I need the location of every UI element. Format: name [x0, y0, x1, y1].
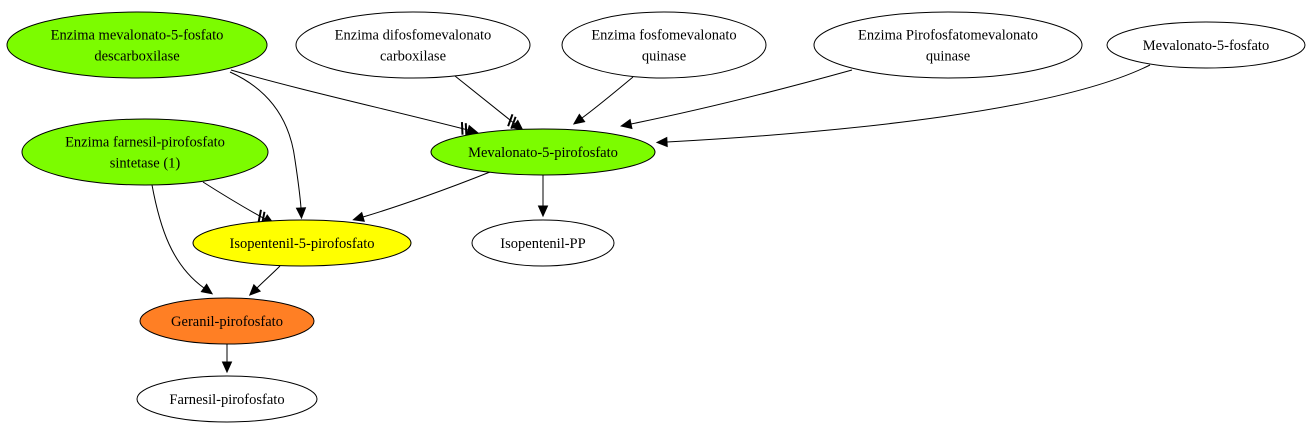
- edge-enz_difosfo-to-mev5pp: [454, 75, 524, 131]
- arrowhead: [248, 283, 262, 296]
- edge-line: [630, 69, 853, 125]
- node-label: Enzima mevalonato-5-fosfato: [51, 28, 224, 44]
- inhibit-tick: [464, 123, 468, 136]
- node-ellipse: [295, 11, 531, 79]
- edge-enz_farnesil-to-isopentenil5pp: [202, 181, 275, 225]
- edge-enz_farnesil-to-geranil: [151, 184, 214, 295]
- arrowhead: [295, 207, 307, 220]
- edge-isopentenil5pp-to-geranil: [248, 265, 281, 296]
- node-ellipse: [471, 219, 615, 267]
- edge-mev5pp-to-isopentenilpp: [537, 175, 549, 218]
- node-ellipse: [192, 219, 412, 267]
- inhibit-tick: [510, 116, 517, 130]
- arrowhead: [655, 136, 668, 148]
- inhibit-tick: [507, 113, 514, 127]
- node-ellipse: [139, 297, 315, 345]
- edge-line: [229, 71, 302, 209]
- node-enz_difosfo: Enzima difosfomevalonato carboxilase: [295, 11, 531, 79]
- node-ellipse: [561, 11, 767, 79]
- edge-enz_mev5f_desc-to-isopentenil5pp: [229, 71, 307, 220]
- nodes-layer: Enzima mevalonato-5-fosfato descarboxilas…: [6, 11, 1306, 423]
- inhibit-tick: [460, 122, 464, 135]
- arrowhead: [352, 211, 365, 222]
- edge-mev5pp-to-isopentenil5pp: [352, 171, 491, 222]
- edge-line: [256, 265, 281, 289]
- node-label: Enzima difosfomevalonato: [335, 28, 492, 44]
- node-ellipse: [136, 375, 318, 423]
- node-mev5f: Mevalonato-5-fosfato: [1106, 21, 1306, 69]
- node-label: quinase: [926, 49, 970, 65]
- arrowhead: [537, 205, 549, 218]
- edge-line: [581, 76, 634, 119]
- node-label: Enzima fosfomevalonato: [591, 28, 736, 44]
- node-label: Geranil-pirofosfato: [171, 314, 283, 330]
- node-isopentenilpp: Isopentenil-PP: [471, 219, 615, 267]
- edge-line: [666, 64, 1151, 143]
- arrowhead: [221, 361, 233, 374]
- node-mev5pp: Mevalonato-5-pirofosfato: [430, 128, 656, 176]
- node-label: Mevalonato-5-fosfato: [1143, 38, 1269, 54]
- arrowhead: [511, 119, 524, 131]
- arrowhead: [620, 118, 633, 130]
- node-ellipse: [21, 118, 269, 186]
- node-enz_farnesil: Enzima farnesil-pirofosfato sintetase (1): [21, 118, 269, 186]
- node-label: Enzima farnesil-pirofosfato: [65, 135, 225, 151]
- inhibit-tick: [257, 209, 262, 223]
- node-enz_mev5f_desc: Enzima mevalonato-5-fosfato descarboxilas…: [6, 11, 268, 79]
- edge-line: [202, 181, 266, 220]
- node-label: Isopentenil-5-pirofosfato: [230, 236, 375, 252]
- node-ellipse: [430, 128, 656, 176]
- node-label: Enzima Pirofosfatomevalonato: [858, 28, 1038, 44]
- edge-enz_mev5f_desc-to-mev5pp: [230, 69, 479, 136]
- edge-line: [151, 184, 205, 289]
- node-farnesil: Farnesil-pirofosfato: [136, 375, 318, 423]
- edge-line: [230, 69, 469, 131]
- edge-geranil-to-farnesil: [221, 344, 233, 374]
- arrowhead: [572, 113, 586, 125]
- node-label: Mevalonato-5-pirofosfato: [468, 145, 618, 161]
- node-label: Farnesil-pirofosfato: [169, 392, 284, 408]
- edge-enz_pirofosfato-to-mev5pp: [620, 69, 853, 130]
- node-isopentenil5pp: Isopentenil-5-pirofosfato: [192, 219, 412, 267]
- arrowhead: [466, 124, 479, 135]
- edge-line: [362, 171, 491, 218]
- node-ellipse: [813, 11, 1083, 79]
- node-label: sintetase (1): [110, 156, 181, 172]
- node-enz_pirofosfato: Enzima Pirofosfatomevalonato quinase: [813, 11, 1083, 79]
- node-label: descarboxilase: [94, 49, 179, 65]
- node-geranil: Geranil-pirofosfato: [139, 297, 315, 345]
- node-ellipse: [6, 11, 268, 79]
- edge-line: [454, 75, 516, 125]
- node-label: carboxilase: [380, 49, 446, 65]
- node-label: Isopentenil-PP: [500, 236, 585, 252]
- edge-mev5f-to-mev5pp: [655, 64, 1151, 148]
- node-enz_fosfomev: Enzima fosfomevalonato quinase: [561, 11, 767, 79]
- edge-enz_fosfomev-to-mev5pp: [572, 76, 634, 125]
- node-ellipse: [1106, 21, 1306, 69]
- node-label: quinase: [642, 49, 686, 65]
- arrowhead: [200, 283, 214, 295]
